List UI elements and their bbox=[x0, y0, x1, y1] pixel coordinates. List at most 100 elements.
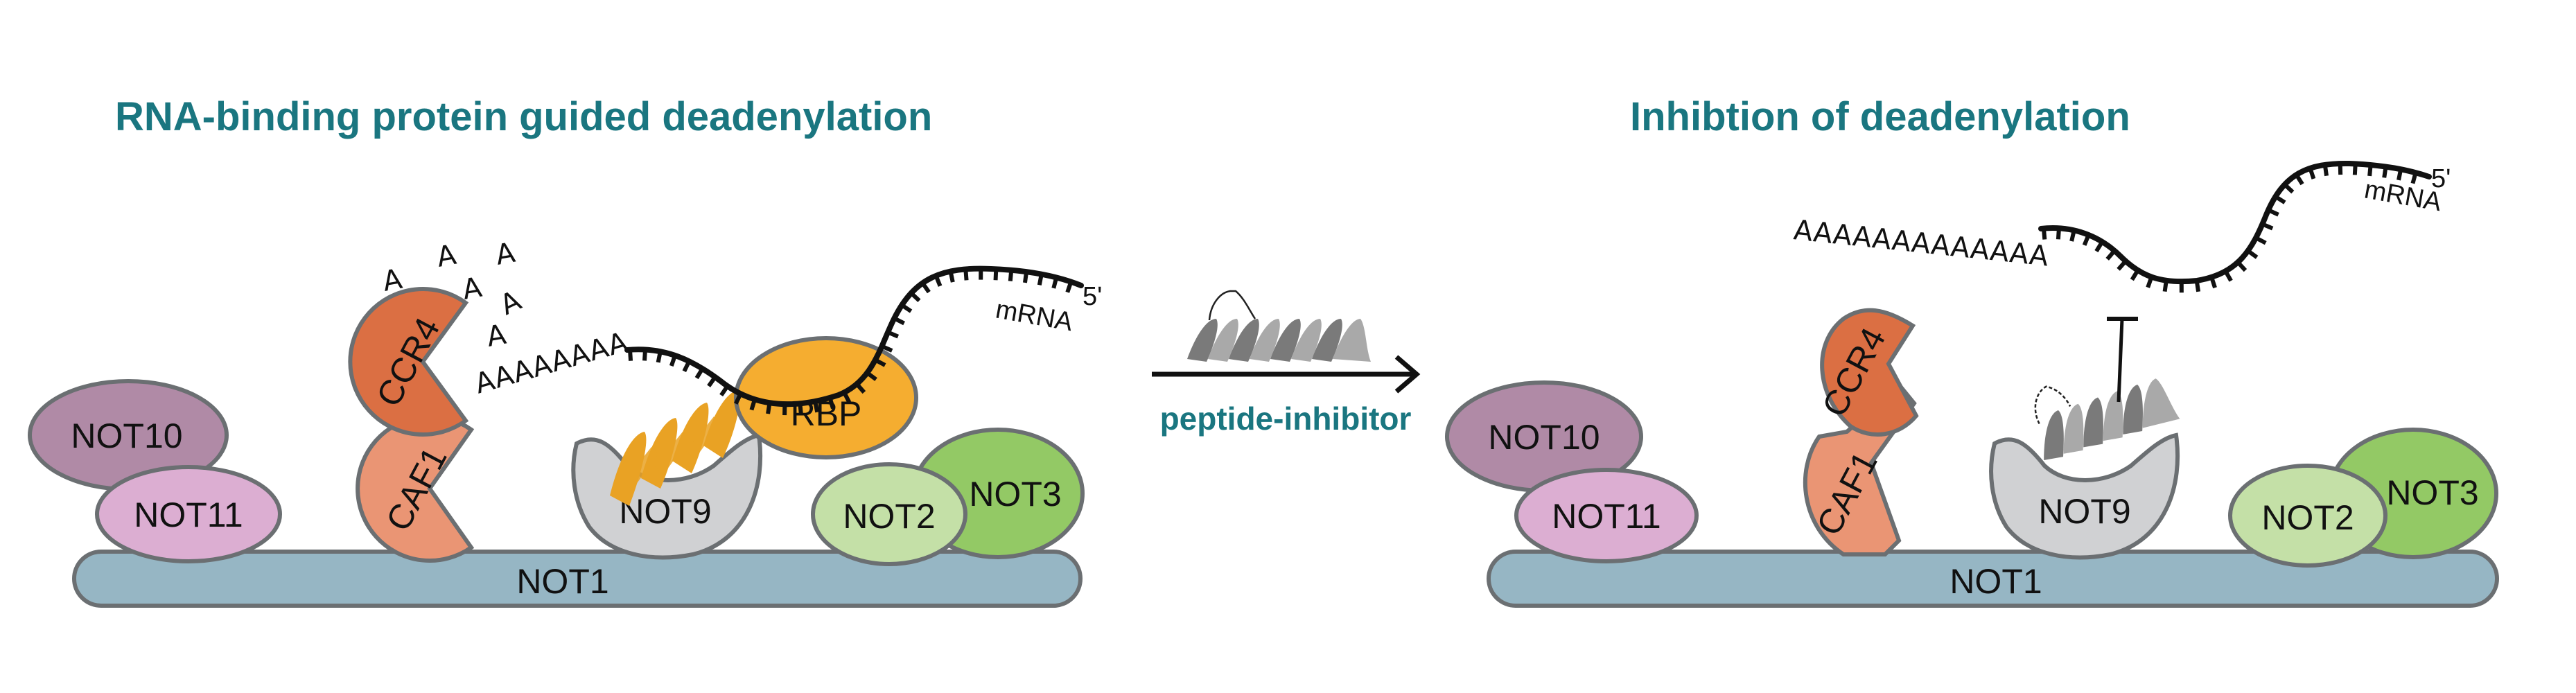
mrna-backbone-tick bbox=[1008, 270, 1014, 281]
mrna-backbone-tick bbox=[2254, 236, 2267, 245]
left-not11: NOT11 bbox=[95, 465, 282, 563]
stapled-peptide-helix-icon bbox=[1187, 290, 1371, 362]
mrna-backbone-tick bbox=[934, 274, 943, 287]
left-not2: NOT2 bbox=[811, 462, 967, 566]
mrna-backbone-tick bbox=[749, 398, 757, 411]
mrna-backbone-tick bbox=[2261, 222, 2274, 231]
ccr4-shape bbox=[1820, 308, 1919, 437]
mrna-backbone-tick bbox=[920, 281, 931, 294]
mrna-backbone-tick bbox=[2382, 166, 2388, 178]
mrna-backbone-tick bbox=[855, 383, 866, 394]
released-a: A bbox=[435, 239, 459, 274]
mrna-backbone-tick bbox=[682, 360, 692, 373]
released-a: A bbox=[380, 263, 405, 298]
five-prime-label: 5' bbox=[2431, 164, 2451, 193]
not1-label: NOT1 bbox=[1949, 562, 2042, 601]
mrna-backbone-tick bbox=[2397, 168, 2403, 181]
right-not9: NOT9 bbox=[1989, 432, 2180, 560]
mrna-backbone-tick bbox=[2209, 277, 2217, 289]
mrna-ticks bbox=[2041, 163, 2418, 293]
released-a: A bbox=[496, 285, 527, 322]
not1-bar bbox=[72, 550, 1083, 608]
mrna-backbone-tick bbox=[866, 371, 877, 381]
mrna-backbone-tick bbox=[627, 349, 633, 361]
rbp-helix-icon bbox=[610, 390, 740, 506]
mrna-backbone-tick bbox=[1022, 271, 1029, 283]
mrna-backbone-tick bbox=[694, 367, 705, 380]
not2-ellipse bbox=[811, 462, 967, 566]
mrna-backbone-tick bbox=[893, 316, 905, 326]
mrna-backbone-tick bbox=[2117, 259, 2128, 271]
polyA-tail: AAAAAAAAAAAAA bbox=[1792, 214, 2051, 272]
released-a: A bbox=[484, 319, 509, 353]
mrna-backbone-tick bbox=[707, 376, 717, 387]
right-panel-title: Inhibtion of deadenylation bbox=[1630, 94, 2130, 139]
not3-label: NOT3 bbox=[2386, 473, 2478, 512]
not2-ellipse bbox=[2228, 464, 2387, 568]
not10-label: NOT10 bbox=[71, 416, 182, 455]
mrna-backbone-tick bbox=[2410, 172, 2418, 184]
mrna-backbone-tick bbox=[2367, 164, 2373, 177]
mrna-backbone-tick bbox=[2105, 249, 2117, 261]
not11-label: NOT11 bbox=[1552, 497, 1661, 536]
mrna-backbone-tick bbox=[813, 401, 820, 413]
right-ccr4: CCR4 bbox=[1814, 308, 1919, 437]
mrna-backbone-tick bbox=[2236, 261, 2248, 272]
mrna-backbone-tick bbox=[2056, 228, 2061, 240]
right-not1: NOT1 bbox=[1487, 550, 2499, 608]
mrna-backbone-tick bbox=[2162, 280, 2168, 292]
mrna-backbone-tick bbox=[669, 354, 677, 367]
mrna-backbone-tick bbox=[2246, 249, 2259, 259]
mrna-backbone-tick bbox=[2130, 269, 2140, 281]
right-arrow-icon bbox=[1152, 355, 1421, 394]
not9-label: NOT9 bbox=[619, 492, 711, 531]
mrna-backbone-tick bbox=[2094, 240, 2104, 253]
mrna-strand bbox=[624, 265, 1084, 407]
mrna-backbone-tick bbox=[993, 269, 999, 281]
mrna-backbone-tick bbox=[2308, 167, 2316, 179]
not1-bar bbox=[1487, 550, 2499, 608]
not1-label: NOT1 bbox=[516, 562, 608, 601]
mrna-backbone-tick bbox=[2082, 234, 2091, 246]
mrna-backbone-tick bbox=[2295, 173, 2304, 186]
left-ccr4: CCR4 bbox=[348, 287, 469, 437]
right-mrna: AAAAAAAAAAAAA mRNA 5' bbox=[1792, 160, 2451, 293]
left-panel: RNA-binding protein guided deadenylation… bbox=[28, 94, 1102, 608]
not9-label: NOT9 bbox=[2038, 492, 2130, 531]
mrna-backbone-tick bbox=[2223, 270, 2233, 282]
not2-label: NOT2 bbox=[843, 497, 935, 536]
mrna-backbone-tick bbox=[733, 392, 743, 405]
mrna-backbone-tick bbox=[827, 397, 835, 410]
mrna-backbone-tick bbox=[1037, 274, 1044, 286]
mrna-backbone-tick bbox=[886, 330, 900, 339]
mrna-backbone-tick bbox=[900, 303, 913, 313]
not10-label: NOT10 bbox=[1488, 418, 1600, 457]
five-prime-label: 5' bbox=[1083, 282, 1102, 311]
transition: peptide-inhibitor bbox=[1152, 290, 1421, 437]
mrna-backbone-tick bbox=[766, 402, 772, 414]
peptide-inhibitor-label: peptide-inhibitor bbox=[1160, 401, 1412, 437]
mrna-backbone-tick bbox=[874, 358, 886, 367]
left-caf1: CAF1 bbox=[356, 414, 475, 563]
mrna-backbone-tick bbox=[1065, 281, 1074, 293]
mrna-backbone-tick bbox=[719, 385, 730, 397]
not11-ellipse bbox=[95, 465, 282, 563]
inhibition-bar-icon bbox=[2107, 317, 2138, 403]
not3-label: NOT3 bbox=[969, 475, 1061, 514]
mrna-backbone-tick bbox=[2267, 208, 2279, 217]
not11-ellipse bbox=[1514, 468, 1699, 563]
mrna-backbone-tick bbox=[909, 291, 921, 303]
left-not10: NOT10 bbox=[28, 379, 229, 491]
left-panel-title: RNA-binding protein guided deadenylation bbox=[115, 94, 932, 139]
mrna-backbone-tick bbox=[963, 269, 969, 281]
mrna-backbone-tick bbox=[842, 391, 852, 403]
mrna-backbone-tick bbox=[948, 270, 955, 283]
not11-label: NOT11 bbox=[134, 495, 243, 534]
left-not1: NOT1 bbox=[72, 550, 1083, 608]
mrna-backbone-tick bbox=[881, 344, 893, 353]
mrna-label: mRNA bbox=[993, 295, 1075, 337]
mrna-backbone-tick bbox=[2274, 195, 2286, 204]
right-not11: NOT11 bbox=[1514, 468, 1699, 563]
not2-label: NOT2 bbox=[2261, 498, 2354, 537]
